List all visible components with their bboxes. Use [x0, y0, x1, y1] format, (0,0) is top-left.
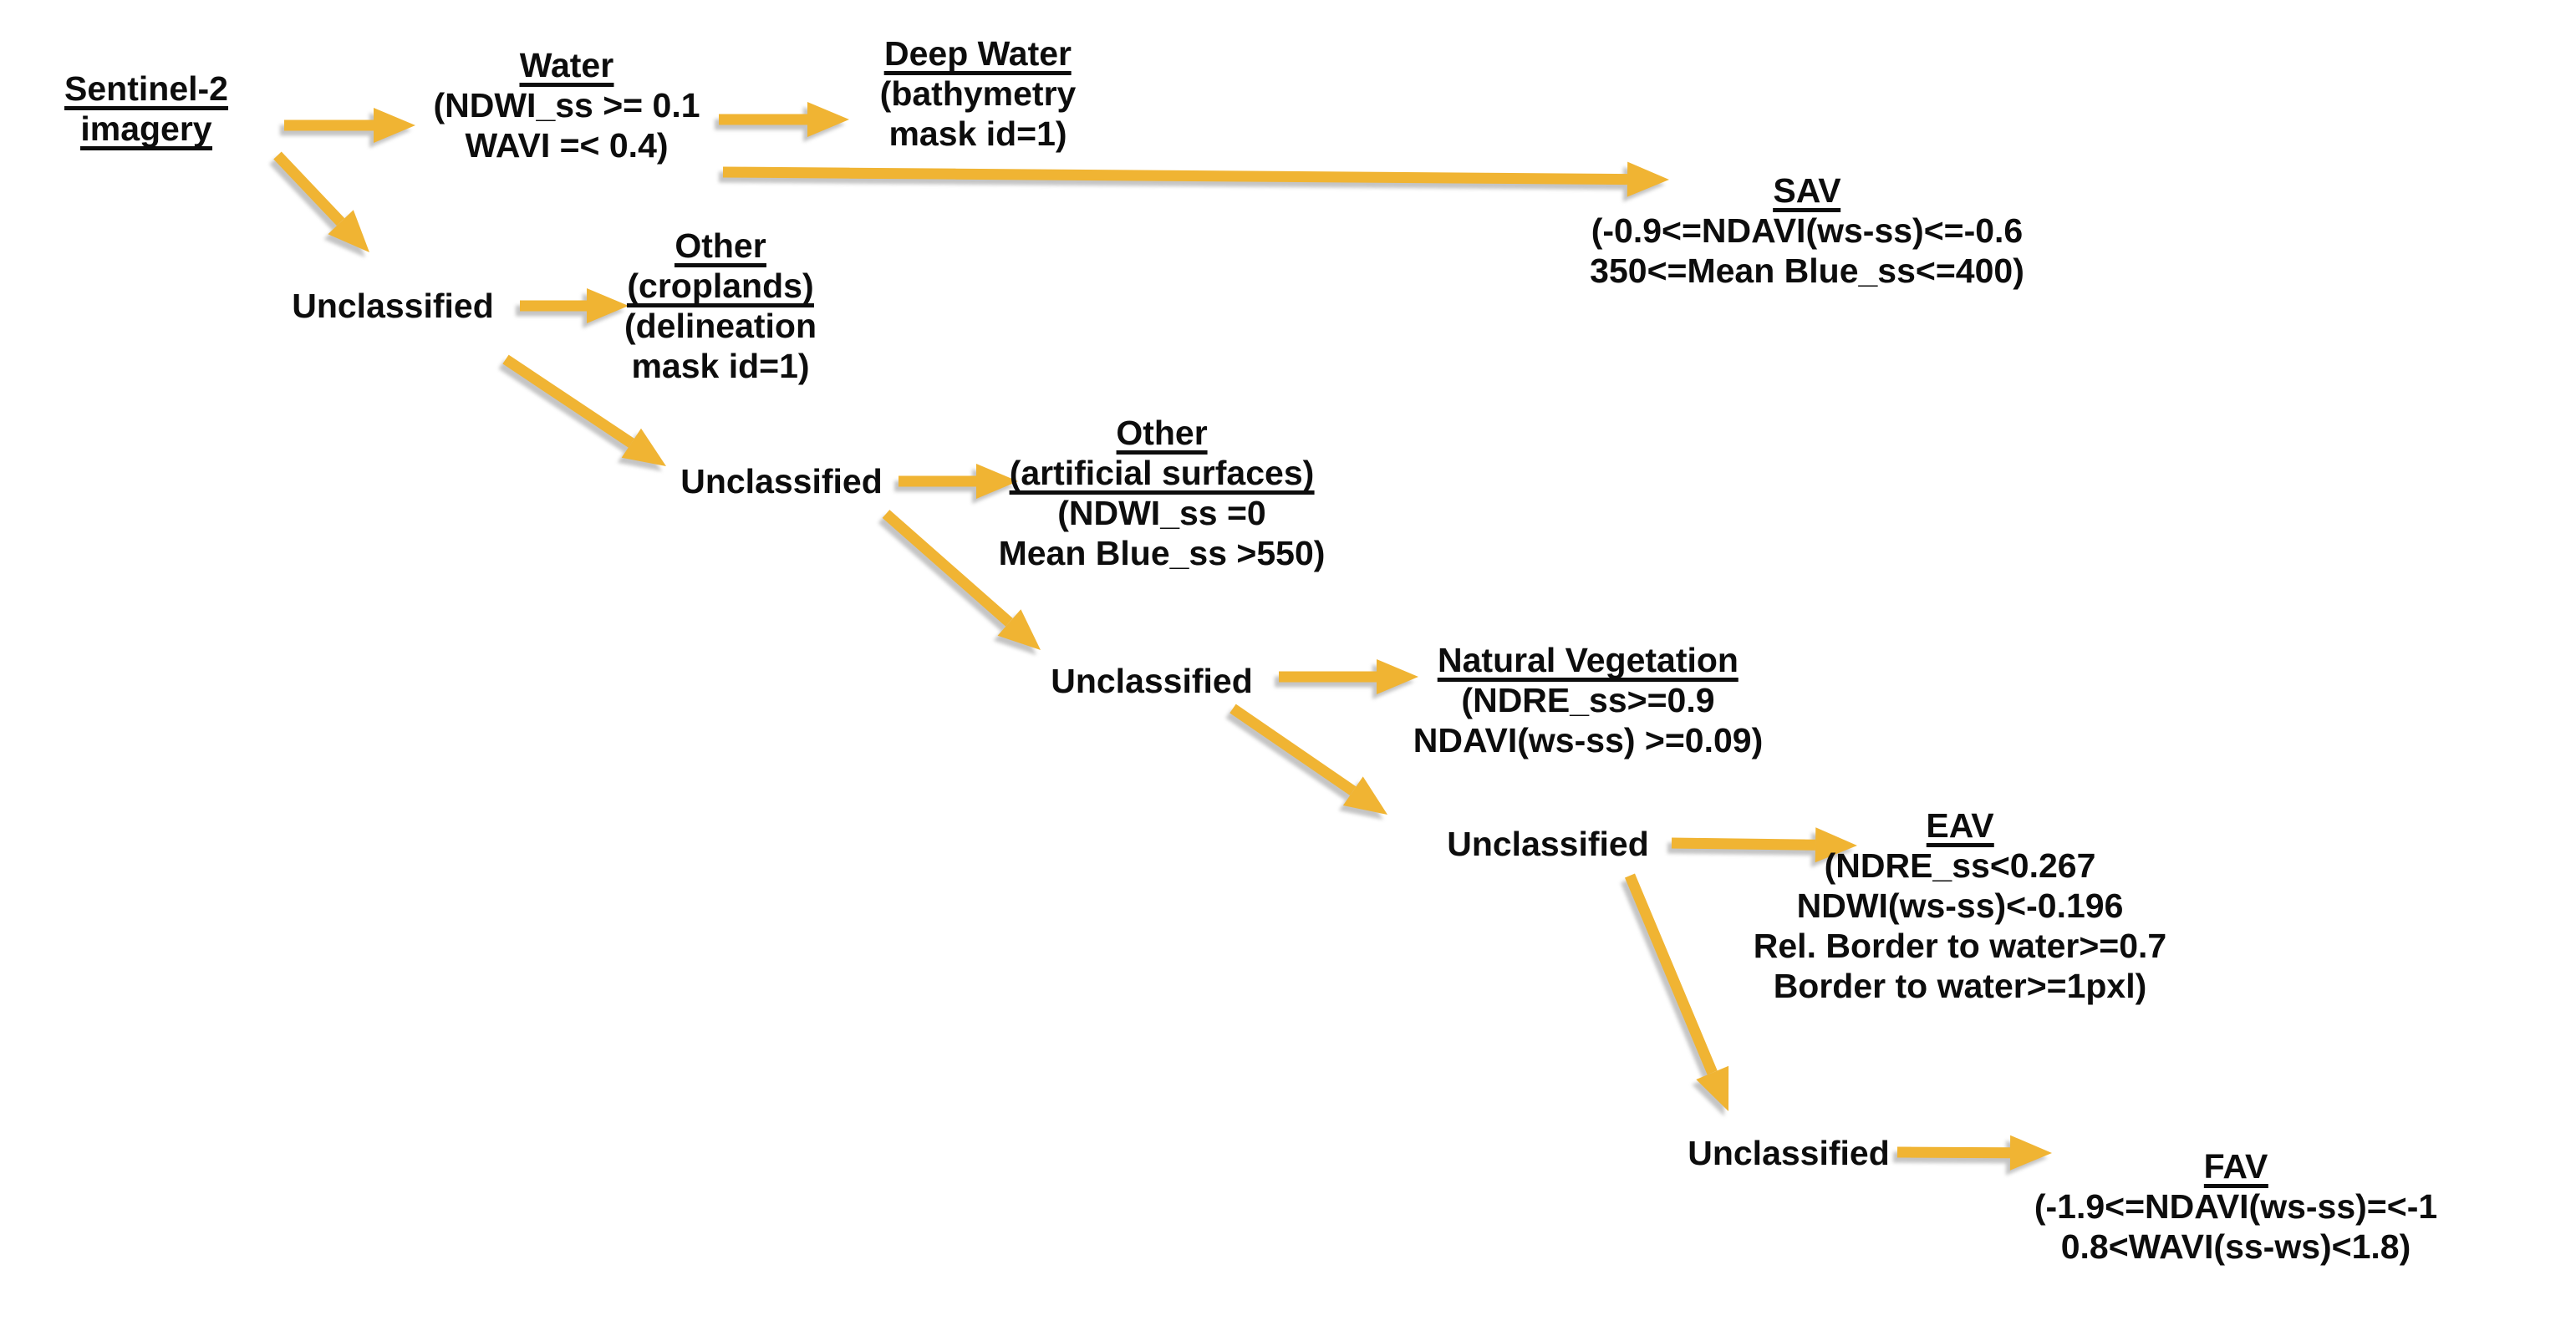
node-fav: FAV (-1.9<=NDAVI(ws-ss)=<-1 0.8<WAVI(ss-… [2034, 1146, 2437, 1267]
node-condition: (NDRE_ss<0.267 [1824, 846, 2096, 885]
node-title: Natural Vegetation [1438, 643, 1739, 682]
node-title: Water [519, 48, 614, 87]
node-condition: NDAVI(ws-ss) >=0.09) [1413, 721, 1764, 759]
node-condition: Rel. Border to water>=0.7 [1753, 927, 2167, 965]
node-deep-water: Deep Water (bathymetry mask id=1) [880, 33, 1077, 154]
node-title: SAV [1773, 174, 1841, 212]
node-condition: 350<=Mean Blue_ss<=400) [1590, 251, 2024, 290]
node-condition: Border to water>=1pxl) [1773, 967, 2147, 1005]
node-eav: EAV (NDRE_ss<0.267 NDWI(ws-ss)<-0.196 Re… [1754, 805, 2166, 1006]
node-title: Other [675, 229, 766, 267]
arrow-unclassified-2-to-other-artificial [899, 464, 1018, 499]
node-water: Water (NDWI_ss >= 0.1 WAVI =< 0.4) [433, 45, 700, 165]
node-condition: (-1.9<=NDAVI(ws-ss)=<-1 [2034, 1187, 2438, 1226]
node-label: Unclassified [1688, 1134, 1890, 1172]
arrow-sentinel-to-unclassified-1 [273, 151, 369, 252]
node-unclassified-2: Unclassified [680, 461, 883, 501]
node-label: Unclassified [1447, 825, 1649, 863]
arrow-unclassified-1-to-unclassified-2 [502, 354, 666, 466]
node-title: imagery [80, 112, 212, 150]
arrow-water-to-deep-water [719, 102, 849, 137]
node-title: FAV [2203, 1150, 2268, 1188]
arrow-sentinel-to-water [284, 108, 415, 143]
node-title: (artificial surfaces) [1009, 456, 1315, 495]
node-natural-vegetation: Natural Vegetation (NDRE_ss>=0.9 NDAVI(w… [1413, 640, 1764, 760]
node-condition: (NDWI_ss >= 0.1 [433, 86, 700, 124]
node-condition: WAVI =< 0.4) [465, 126, 669, 165]
node-condition: NDWI(ws-ss)<-0.196 [1796, 886, 2124, 925]
node-sentinel-2-imagery: Sentinel-2 imagery [64, 69, 228, 150]
arrow-unclassified-3-to-natural-vegetation [1279, 659, 1418, 694]
node-label: Unclassified [292, 287, 494, 325]
node-sav: SAV (-0.9<=NDAVI(ws-ss)<=-0.6 350<=Mean … [1590, 170, 2024, 291]
node-title: EAV [1926, 809, 1994, 847]
node-condition: (delineation [624, 307, 817, 345]
node-unclassified-5: Unclassified [1688, 1133, 1890, 1173]
node-title: Deep Water [883, 37, 1072, 75]
arrow-unclassified-1-to-other-croplands [520, 288, 629, 323]
node-condition: (NDWI_ss =0 [1057, 494, 1266, 532]
node-condition: Mean Blue_ss >550) [998, 534, 1326, 572]
node-title: Sentinel-2 [64, 72, 228, 110]
node-other-artificial-surfaces: Other (artificial surfaces) (NDWI_ss =0 … [999, 413, 1326, 573]
node-condition: (bathymetry [879, 74, 1077, 113]
arrow-unclassified-2-to-unclassified-3 [882, 510, 1041, 650]
arrow-water-to-sav [722, 161, 1669, 197]
node-condition: mask id=1) [888, 114, 1067, 153]
arrow-unclassified-3-to-unclassified-4 [1229, 704, 1387, 815]
node-other-croplands: Other (croplands) (delineation mask id=1… [624, 226, 817, 386]
arrow-unclassified-5-to-fav [1896, 1135, 2052, 1171]
node-label: Unclassified [680, 462, 883, 500]
node-unclassified-4: Unclassified [1447, 824, 1649, 864]
node-condition: 0.8<WAVI(ss-ws)<1.8) [2060, 1227, 2411, 1266]
node-title: Other [1116, 416, 1208, 455]
node-condition: (-0.9<=NDAVI(ws-ss)<=-0.6 [1591, 211, 2024, 250]
arrow-unclassified-4-to-eav [1671, 827, 1857, 863]
node-label: Unclassified [1051, 662, 1253, 700]
node-unclassified-1: Unclassified [292, 286, 494, 326]
arrow-unclassified-4-to-unclassified-5 [1625, 873, 1729, 1111]
node-condition: (NDRE_ss>=0.9 [1461, 681, 1715, 719]
node-unclassified-3: Unclassified [1051, 661, 1253, 701]
node-title: (croplands) [627, 269, 814, 307]
node-condition: mask id=1) [631, 347, 810, 385]
